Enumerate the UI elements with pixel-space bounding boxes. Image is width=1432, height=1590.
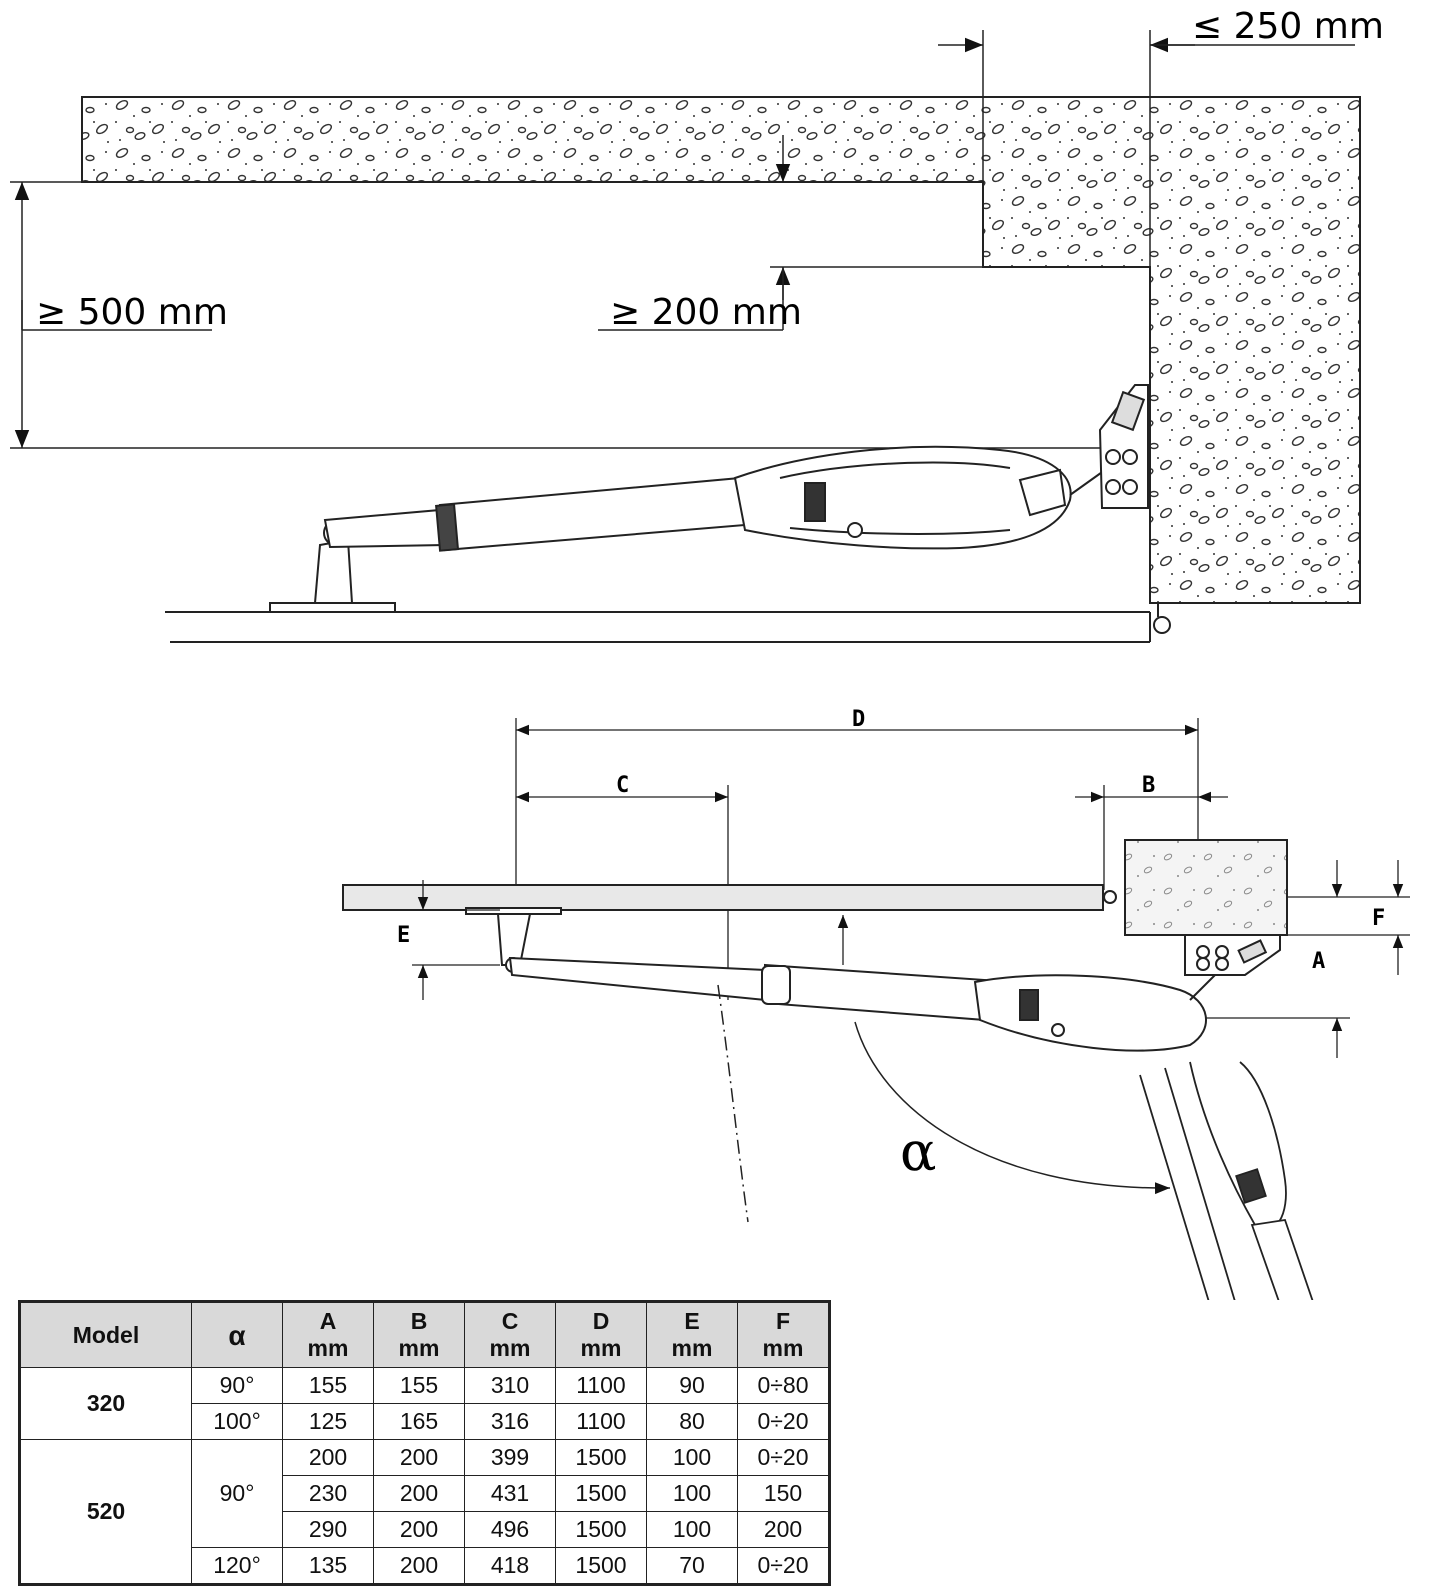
alpha-cell: 120° [191, 1547, 283, 1585]
elevation-diagram: ≤ 250 mm ≥ 500 mm ≥ 200 mm [10, 6, 1384, 643]
wall-bracket [1098, 384, 1149, 509]
b-cell: 165 [373, 1403, 465, 1440]
table-row: 520 90° 200 200 399 1500 100 0÷20 [19, 1439, 830, 1585]
e-cell: 100 [646, 1475, 738, 1512]
c-cell: 431 [464, 1475, 556, 1512]
b-cell: 200 [373, 1439, 465, 1476]
d-cell: 1500 [555, 1511, 647, 1548]
pillar [1124, 839, 1288, 936]
d-cell: 1500 [555, 1475, 647, 1512]
model-cell: 320 [19, 1367, 192, 1440]
dim-label-min-500: ≥ 500 mm [36, 292, 228, 333]
dim-label-e: E [397, 923, 410, 948]
b-cell: 200 [373, 1511, 465, 1548]
e-cell: 90 [646, 1367, 738, 1404]
f-cell: 0÷20 [737, 1547, 830, 1585]
dim-label-b: B [1142, 773, 1155, 798]
d-cell: 1500 [555, 1547, 647, 1585]
a-cell: 230 [282, 1475, 374, 1512]
f-cell: 200 [737, 1511, 830, 1548]
table-row: 230 200 431 1500 100 150 [20, 1475, 830, 1512]
e-cell: 70 [646, 1547, 738, 1585]
c-cell: 316 [464, 1403, 556, 1440]
dim-label-f: F [1372, 906, 1385, 931]
alpha-cell: 90° [191, 1439, 283, 1548]
f-cell: 0÷20 [737, 1439, 830, 1476]
opening-angle-arc [854, 1021, 1171, 1195]
dim-label-min-200: ≥ 200 mm [610, 292, 802, 333]
dim-label-d: D [852, 707, 865, 732]
gate-leaf-closed [342, 884, 1117, 973]
e-cell: 100 [646, 1511, 738, 1548]
table-row: 320 90° 155 155 310 1100 90 0÷80 [19, 1367, 830, 1440]
a-cell: 290 [282, 1511, 374, 1548]
a-cell: 155 [282, 1367, 374, 1404]
c-cell: 310 [464, 1367, 556, 1404]
table-row: 100° 125 165 316 1100 80 0÷20 [20, 1403, 830, 1440]
a-cell: 135 [282, 1547, 374, 1585]
dim-label-max-250: ≤ 250 mm [1192, 6, 1384, 47]
f-cell: 0÷80 [737, 1367, 830, 1404]
header-alpha: α [191, 1301, 283, 1368]
swing-path-small [717, 984, 749, 1223]
header-model: Model [19, 1301, 192, 1368]
model-cell: 520 [19, 1439, 192, 1585]
c-cell: 418 [464, 1547, 556, 1585]
a-cell: 125 [282, 1403, 374, 1440]
d-cell: 1100 [555, 1403, 647, 1440]
actuator-motor [323, 445, 1106, 552]
e-cell: 100 [646, 1439, 738, 1476]
dim-label-c: C [616, 773, 629, 798]
d-cell: 1100 [555, 1367, 647, 1404]
alpha-cell: 100° [191, 1403, 283, 1440]
d-cell: 1500 [555, 1439, 647, 1476]
dim-label-a: A [1312, 949, 1325, 974]
c-cell: 496 [464, 1511, 556, 1548]
actuator-closed [508, 956, 1225, 1052]
table-row: 120° 135 200 418 1500 70 0÷20 [20, 1547, 830, 1585]
b-cell: 200 [373, 1547, 465, 1585]
wall-bracket-plan [1184, 934, 1281, 976]
c-cell: 399 [464, 1439, 556, 1476]
e-cell: 80 [646, 1403, 738, 1440]
f-cell: 0÷20 [737, 1403, 830, 1440]
gate-leaf-open [1139, 1067, 1236, 1300]
plan-diagram: D C B E F A [342, 707, 1410, 1300]
b-cell: 200 [373, 1475, 465, 1512]
actuator-open [1189, 1061, 1314, 1300]
f-cell: 150 [737, 1475, 830, 1512]
alpha-cell: 90° [191, 1367, 283, 1404]
b-cell: 155 [373, 1367, 465, 1404]
angle-alpha-label: α [900, 1120, 936, 1183]
a-cell: 200 [282, 1439, 374, 1476]
